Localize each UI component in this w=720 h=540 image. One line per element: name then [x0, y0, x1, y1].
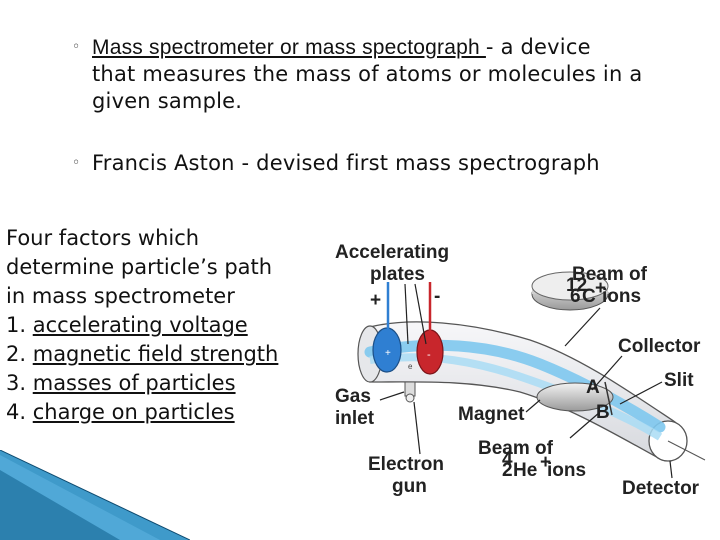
decorative-corner	[0, 450, 190, 540]
factor-item: 2. magnetic field strength	[6, 342, 279, 366]
definition-start: - a device	[485, 35, 591, 59]
label-magnet: Magnet	[458, 404, 525, 425]
label-beam-c-1: Beam of	[572, 264, 648, 285]
label-gun: gun	[392, 476, 427, 497]
label-inlet: inlet	[335, 408, 375, 429]
label-he-number: 2	[502, 460, 513, 481]
factor-text: magnetic field strength	[32, 342, 279, 366]
factor-item: 3. masses of particles	[6, 371, 236, 395]
mass-spectrometer-diagram: + - e Accelerating plates + - Beam of 12…	[335, 242, 706, 499]
factor-item: 1. accelerating voltage	[6, 313, 248, 337]
label-collector: Collector	[618, 336, 701, 357]
label-he-symbol: He	[513, 460, 537, 481]
factors-list: Four factors which determine particle’s …	[6, 224, 326, 427]
label-plates: plates	[370, 264, 425, 285]
label-electron: Electron	[368, 454, 444, 475]
bullet-marker: ◦	[72, 155, 81, 171]
definition-line-2: that measures the mass of atoms or molec…	[92, 62, 643, 86]
label-beam-he-1: Beam of	[478, 438, 554, 459]
plate-minus-mark: -	[427, 349, 431, 361]
label-c-ions: ions	[602, 286, 641, 307]
label-slit: Slit	[664, 370, 694, 391]
label-slit-a: A	[586, 377, 600, 398]
factor-item: 4. charge on particles	[6, 400, 235, 424]
definition-line-3: given sample.	[92, 89, 243, 113]
label-gas: Gas	[335, 386, 371, 407]
label-c-symbol: C	[582, 286, 596, 307]
label-c-charge-number: 6	[570, 286, 581, 307]
factors-intro-1: Four factors which	[6, 226, 200, 250]
factor-text: accelerating voltage	[32, 313, 248, 337]
label-minus: -	[434, 286, 440, 307]
label-accelerating: Accelerating	[335, 242, 449, 263]
label-plus: +	[370, 290, 381, 311]
label-he-ions: ions	[547, 460, 586, 481]
label-he-charge: +	[540, 452, 551, 473]
term-mass-spectrometer: Mass spectrometer or mass spectograph	[92, 36, 486, 59]
magnet-bottom	[536, 382, 614, 412]
label-he-mass: 4	[502, 449, 513, 470]
factor-text: masses of particles	[32, 371, 236, 395]
label-detector: Detector	[622, 478, 700, 499]
aston-text: Francis Aston - devised first mass spect…	[92, 151, 600, 175]
label-c-mass: 12	[566, 275, 587, 296]
electron-mark: e	[408, 362, 413, 371]
factors-intro-2: determine particle’s path	[6, 255, 273, 279]
label-c-charge: +	[595, 278, 606, 299]
factor-text: charge on particles	[32, 400, 235, 424]
factors-intro-3: in mass spectrometer	[6, 284, 235, 308]
label-slit-b: B	[596, 402, 610, 423]
plate-plus-mark: +	[385, 348, 391, 359]
bullet-marker: ◦	[72, 39, 81, 55]
